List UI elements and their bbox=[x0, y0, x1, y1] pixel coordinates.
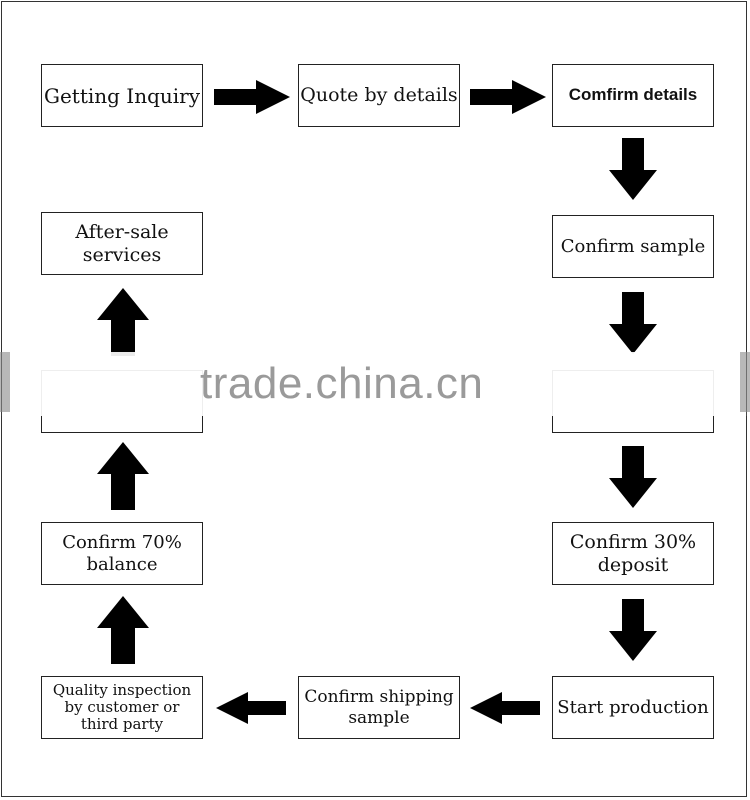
step-confirm-30-deposit: Confirm 30% deposit bbox=[552, 522, 714, 585]
watermark-edge-left bbox=[0, 352, 10, 412]
left-arrow-icon bbox=[216, 692, 286, 724]
up-arrow-icon bbox=[97, 288, 149, 356]
step-label: After-sale services bbox=[75, 220, 169, 266]
step-label: Confirm sample bbox=[560, 235, 706, 257]
step-confirm-shipping-sample: Confirm shipping sample bbox=[298, 676, 460, 739]
step-label: Confirm shipping sample bbox=[304, 687, 454, 728]
step-getting-inquiry: Getting Inquiry bbox=[41, 64, 203, 127]
left-arrow-icon bbox=[470, 692, 540, 724]
step-label: Comfirm details bbox=[568, 85, 698, 105]
step-quality-inspection: Quality inspection by customer or third … bbox=[41, 676, 203, 739]
step-label: Confirm 30% deposit bbox=[569, 530, 697, 576]
step-comfirm-details: Comfirm details bbox=[552, 64, 714, 127]
step-label: Getting Inquiry bbox=[43, 83, 201, 108]
up-arrow-icon bbox=[97, 442, 149, 510]
step-confirm-70-balance: Confirm 70% balance bbox=[41, 522, 203, 585]
down-arrow-icon bbox=[609, 599, 657, 661]
watermark-band bbox=[0, 352, 750, 416]
down-arrow-icon bbox=[609, 292, 657, 354]
step-label: Confirm 70% balance bbox=[62, 531, 182, 575]
down-arrow-icon bbox=[609, 446, 657, 508]
right-arrow-icon bbox=[214, 80, 290, 114]
step-label: Start production bbox=[557, 696, 709, 718]
step-label: Quality inspection by customer or third … bbox=[52, 680, 192, 734]
watermark-text: trade.china.cn bbox=[200, 359, 484, 408]
step-confirm-sample: Confirm sample bbox=[552, 215, 714, 278]
step-start-production: Start production bbox=[552, 676, 714, 739]
step-quote-by-details: Quote by details bbox=[298, 64, 460, 127]
step-label: Quote by details bbox=[300, 84, 458, 107]
right-arrow-icon bbox=[470, 80, 546, 114]
up-arrow-icon bbox=[97, 596, 149, 664]
step-after-sale-services: After-sale services bbox=[41, 212, 203, 275]
watermark-edge-right bbox=[740, 352, 750, 412]
down-arrow-icon bbox=[609, 138, 657, 200]
